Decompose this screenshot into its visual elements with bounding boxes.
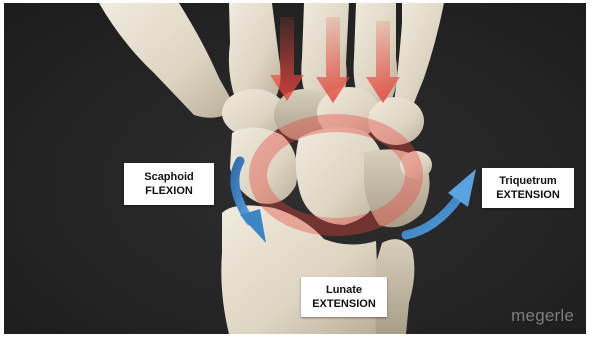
- scaphoid-label: Scaphoid FLEXION: [124, 163, 214, 205]
- watermark: megerle: [511, 306, 574, 326]
- lunate-name: Lunate: [326, 283, 362, 297]
- triquetrum-motion: EXTENSION: [496, 188, 560, 202]
- scaphoid-name: Scaphoid: [144, 170, 194, 184]
- scaphoid-motion: FLEXION: [145, 184, 193, 198]
- lunate-label: Lunate EXTENSION: [301, 277, 387, 317]
- triquetrum-name: Triquetrum: [499, 174, 556, 188]
- red-down-arrow-icon: [270, 17, 400, 103]
- triquetrum-label: Triquetrum EXTENSION: [482, 168, 574, 208]
- lunate-motion: EXTENSION: [312, 297, 376, 311]
